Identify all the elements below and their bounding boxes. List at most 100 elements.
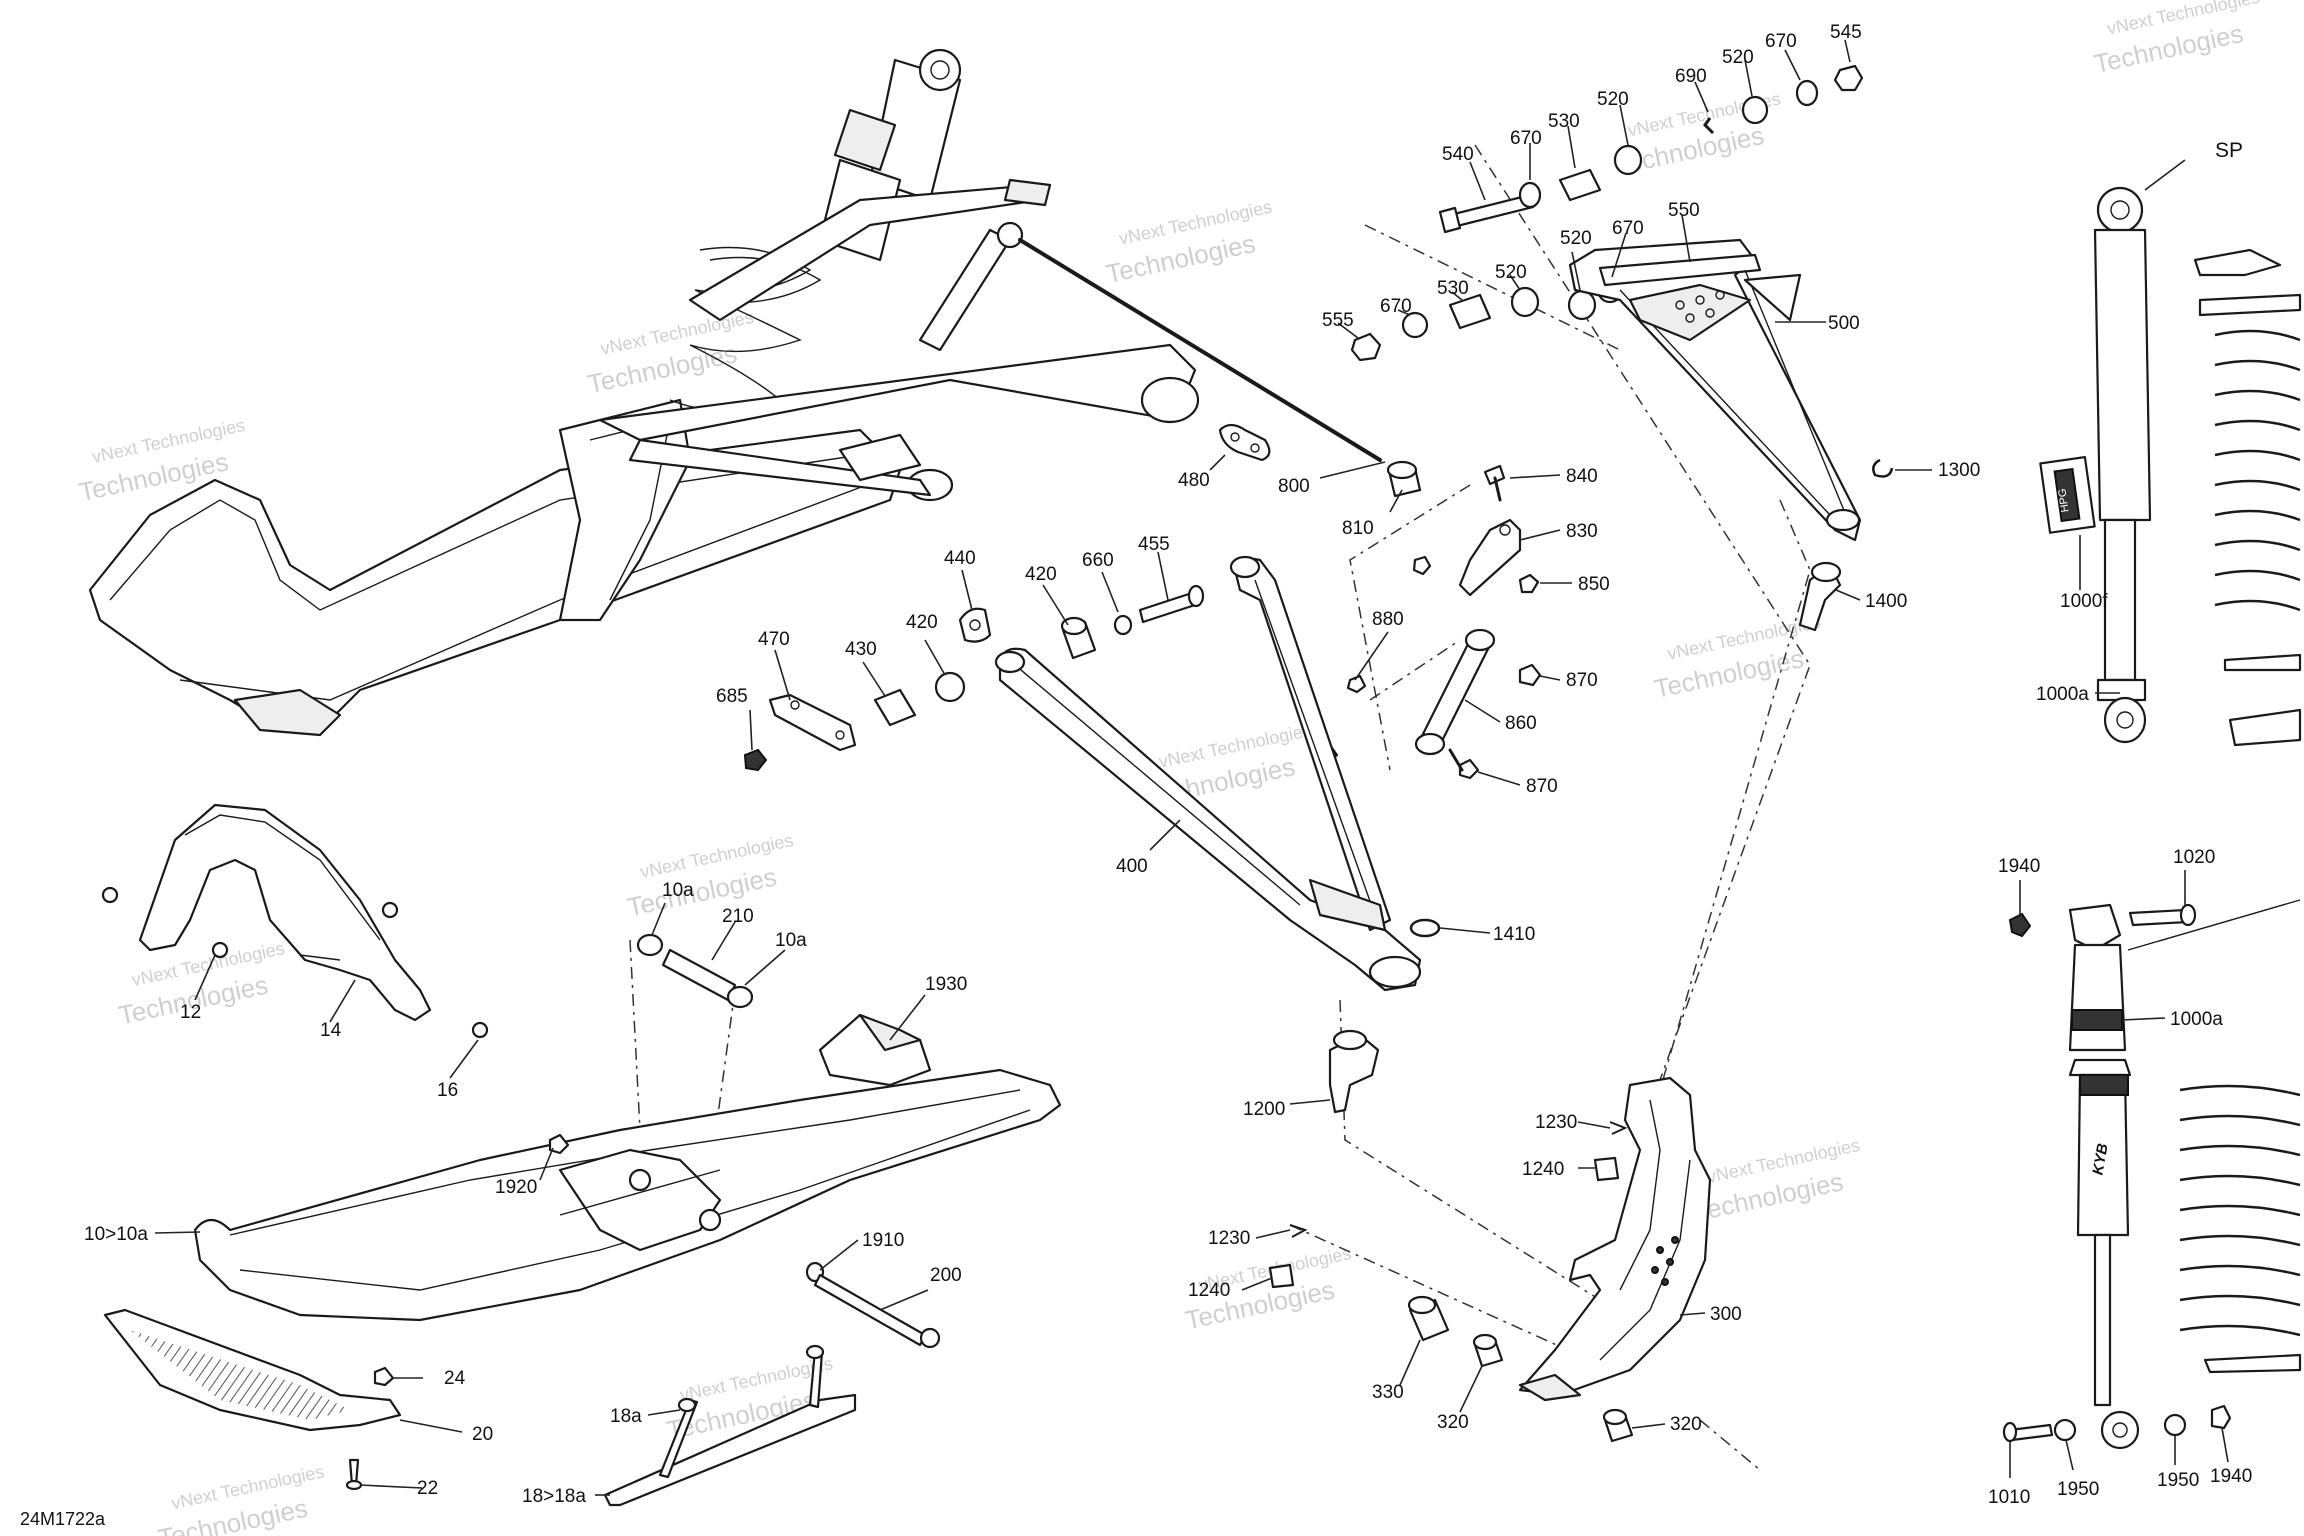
svg-text:HPG: HPG bbox=[2056, 488, 2071, 513]
figure-code: 24M1722a bbox=[20, 1509, 106, 1529]
callout-800: 800 bbox=[1278, 476, 1310, 497]
callout-1920: 1920 bbox=[495, 1177, 537, 1198]
callout-16: 16 bbox=[437, 1080, 458, 1101]
ski-bumper-14 bbox=[101, 803, 489, 1039]
callout-555: 555 bbox=[1322, 310, 1354, 331]
callout-18a: 18a bbox=[610, 1406, 642, 1427]
callout-470: 470 bbox=[758, 629, 790, 650]
callout-10a: 10a bbox=[662, 880, 694, 901]
callout-200: 200 bbox=[930, 1265, 962, 1286]
callout-520: 520 bbox=[1722, 47, 1754, 68]
callout-520: 520 bbox=[1560, 228, 1592, 249]
callout-10-to-10a: 10>10a bbox=[84, 1224, 148, 1245]
watermark-13: vNext Technologies Technologies bbox=[1691, 1135, 1861, 1227]
ski-bolt-200 bbox=[805, 1261, 941, 1349]
callout-1230: 1230 bbox=[1208, 1228, 1250, 1249]
callout-1300: 1300 bbox=[1938, 460, 1980, 481]
assembly-dashed-lines bbox=[629, 144, 1811, 1471]
callout-22: 22 bbox=[417, 1478, 438, 1499]
callout-545: 545 bbox=[1830, 22, 1862, 43]
shock-1000a-lower: KYB bbox=[2068, 899, 2301, 1450]
callout-1010: 1010 bbox=[1988, 1487, 2030, 1508]
callout-670: 670 bbox=[1510, 128, 1542, 149]
callout-1000a: 1000a bbox=[2036, 684, 2089, 705]
callout-420: 420 bbox=[906, 612, 938, 633]
watermark-3: vNext Technologies Technologies bbox=[1103, 197, 1273, 289]
callout-1200: 1200 bbox=[1243, 1099, 1285, 1120]
callout-24: 24 bbox=[444, 1368, 466, 1389]
callout-1950: 1950 bbox=[2057, 1479, 2099, 1500]
callout-400: 400 bbox=[1116, 856, 1148, 877]
callout-840: 840 bbox=[1566, 466, 1598, 487]
callout-670: 670 bbox=[1612, 218, 1644, 239]
callout-530: 530 bbox=[1548, 111, 1580, 132]
callout-1950: 1950 bbox=[2157, 1470, 2199, 1491]
callout-810: 810 bbox=[1342, 518, 1374, 539]
callout-1940: 1940 bbox=[2210, 1466, 2252, 1487]
wear-bar-20 bbox=[103, 1308, 402, 1491]
callout-860: 860 bbox=[1505, 713, 1537, 734]
ball-joint-1400 bbox=[1798, 561, 1842, 632]
assembled-front-suspension bbox=[88, 48, 1382, 737]
rod-800 bbox=[1218, 423, 1422, 498]
callout-690: 690 bbox=[1675, 66, 1707, 87]
callout-320: 320 bbox=[1437, 1412, 1469, 1433]
callout-320: 320 bbox=[1670, 1414, 1702, 1435]
callout-sp: SP bbox=[2215, 139, 2243, 162]
callout-10a: 10a bbox=[775, 930, 807, 951]
callout-1400: 1400 bbox=[1865, 591, 1907, 612]
callout-850: 850 bbox=[1578, 574, 1610, 595]
runner-18a bbox=[603, 1344, 857, 1507]
watermark-7: vNext Technologies Technologies bbox=[625, 830, 795, 922]
spindle-fasteners bbox=[1268, 1121, 1628, 1289]
callout-830: 830 bbox=[1566, 521, 1598, 542]
callout-1940: 1940 bbox=[1998, 856, 2040, 877]
watermark-2: vNext Technologies Technologies bbox=[585, 307, 755, 399]
callout-1410: 1410 bbox=[1493, 924, 1535, 945]
callout-480: 480 bbox=[1178, 470, 1210, 491]
callout-20: 20 bbox=[472, 1424, 493, 1445]
callout-210: 210 bbox=[722, 906, 754, 927]
callout-12: 12 bbox=[180, 1002, 201, 1023]
bumper-1930 bbox=[818, 1013, 932, 1087]
callout-685: 685 bbox=[716, 686, 748, 707]
callout-1930: 1930 bbox=[925, 974, 967, 995]
callout-455: 455 bbox=[1138, 534, 1170, 555]
callout-1230: 1230 bbox=[1535, 1112, 1577, 1133]
callout-18-to-18a: 18>18a bbox=[522, 1486, 586, 1507]
upper-a-arm-500 bbox=[1568, 238, 1894, 542]
spring-lower bbox=[2179, 1084, 2302, 1374]
callout-520: 520 bbox=[1597, 89, 1629, 110]
retaining-ring-1410 bbox=[1409, 918, 1441, 938]
callout-870: 870 bbox=[1566, 670, 1598, 691]
callout-1910: 1910 bbox=[862, 1230, 904, 1251]
callout-330: 330 bbox=[1372, 1382, 1404, 1403]
callout-1240: 1240 bbox=[1188, 1280, 1230, 1301]
lower-arm-hardware bbox=[743, 584, 1205, 772]
svg-text:KYB: KYB bbox=[2089, 1142, 2111, 1176]
callout-1240: 1240 bbox=[1522, 1159, 1564, 1180]
callout-430: 430 bbox=[845, 639, 877, 660]
link-860 bbox=[1414, 628, 1542, 780]
spring-upper bbox=[2193, 248, 2302, 747]
callout-880: 880 bbox=[1372, 609, 1404, 630]
callout-1000f: 1000f bbox=[2060, 591, 2108, 612]
callout-420: 420 bbox=[1025, 564, 1057, 585]
shock-hardware bbox=[2002, 903, 2232, 1443]
spindle-bushings bbox=[1407, 1295, 1634, 1443]
watermark-10: vNext Technologies Technologies bbox=[156, 1461, 326, 1536]
ball-joint-1200 bbox=[1328, 1029, 1380, 1114]
callout-520: 520 bbox=[1495, 262, 1527, 283]
leader-lines bbox=[154, 39, 2229, 1496]
callout-660: 660 bbox=[1082, 550, 1114, 571]
ski-10a bbox=[193, 1068, 1062, 1322]
callout-670: 670 bbox=[1765, 31, 1797, 52]
callout-500: 500 bbox=[1828, 313, 1860, 334]
ski-pin-210 bbox=[636, 933, 754, 1009]
callout-labels: 545 670 520 690 540 670 530 520 555 670 … bbox=[84, 22, 2252, 1508]
decal-1000f: HPG bbox=[2039, 456, 2096, 534]
callout-540: 540 bbox=[1442, 144, 1474, 165]
callout-440: 440 bbox=[944, 548, 976, 569]
callout-14: 14 bbox=[320, 1020, 342, 1041]
